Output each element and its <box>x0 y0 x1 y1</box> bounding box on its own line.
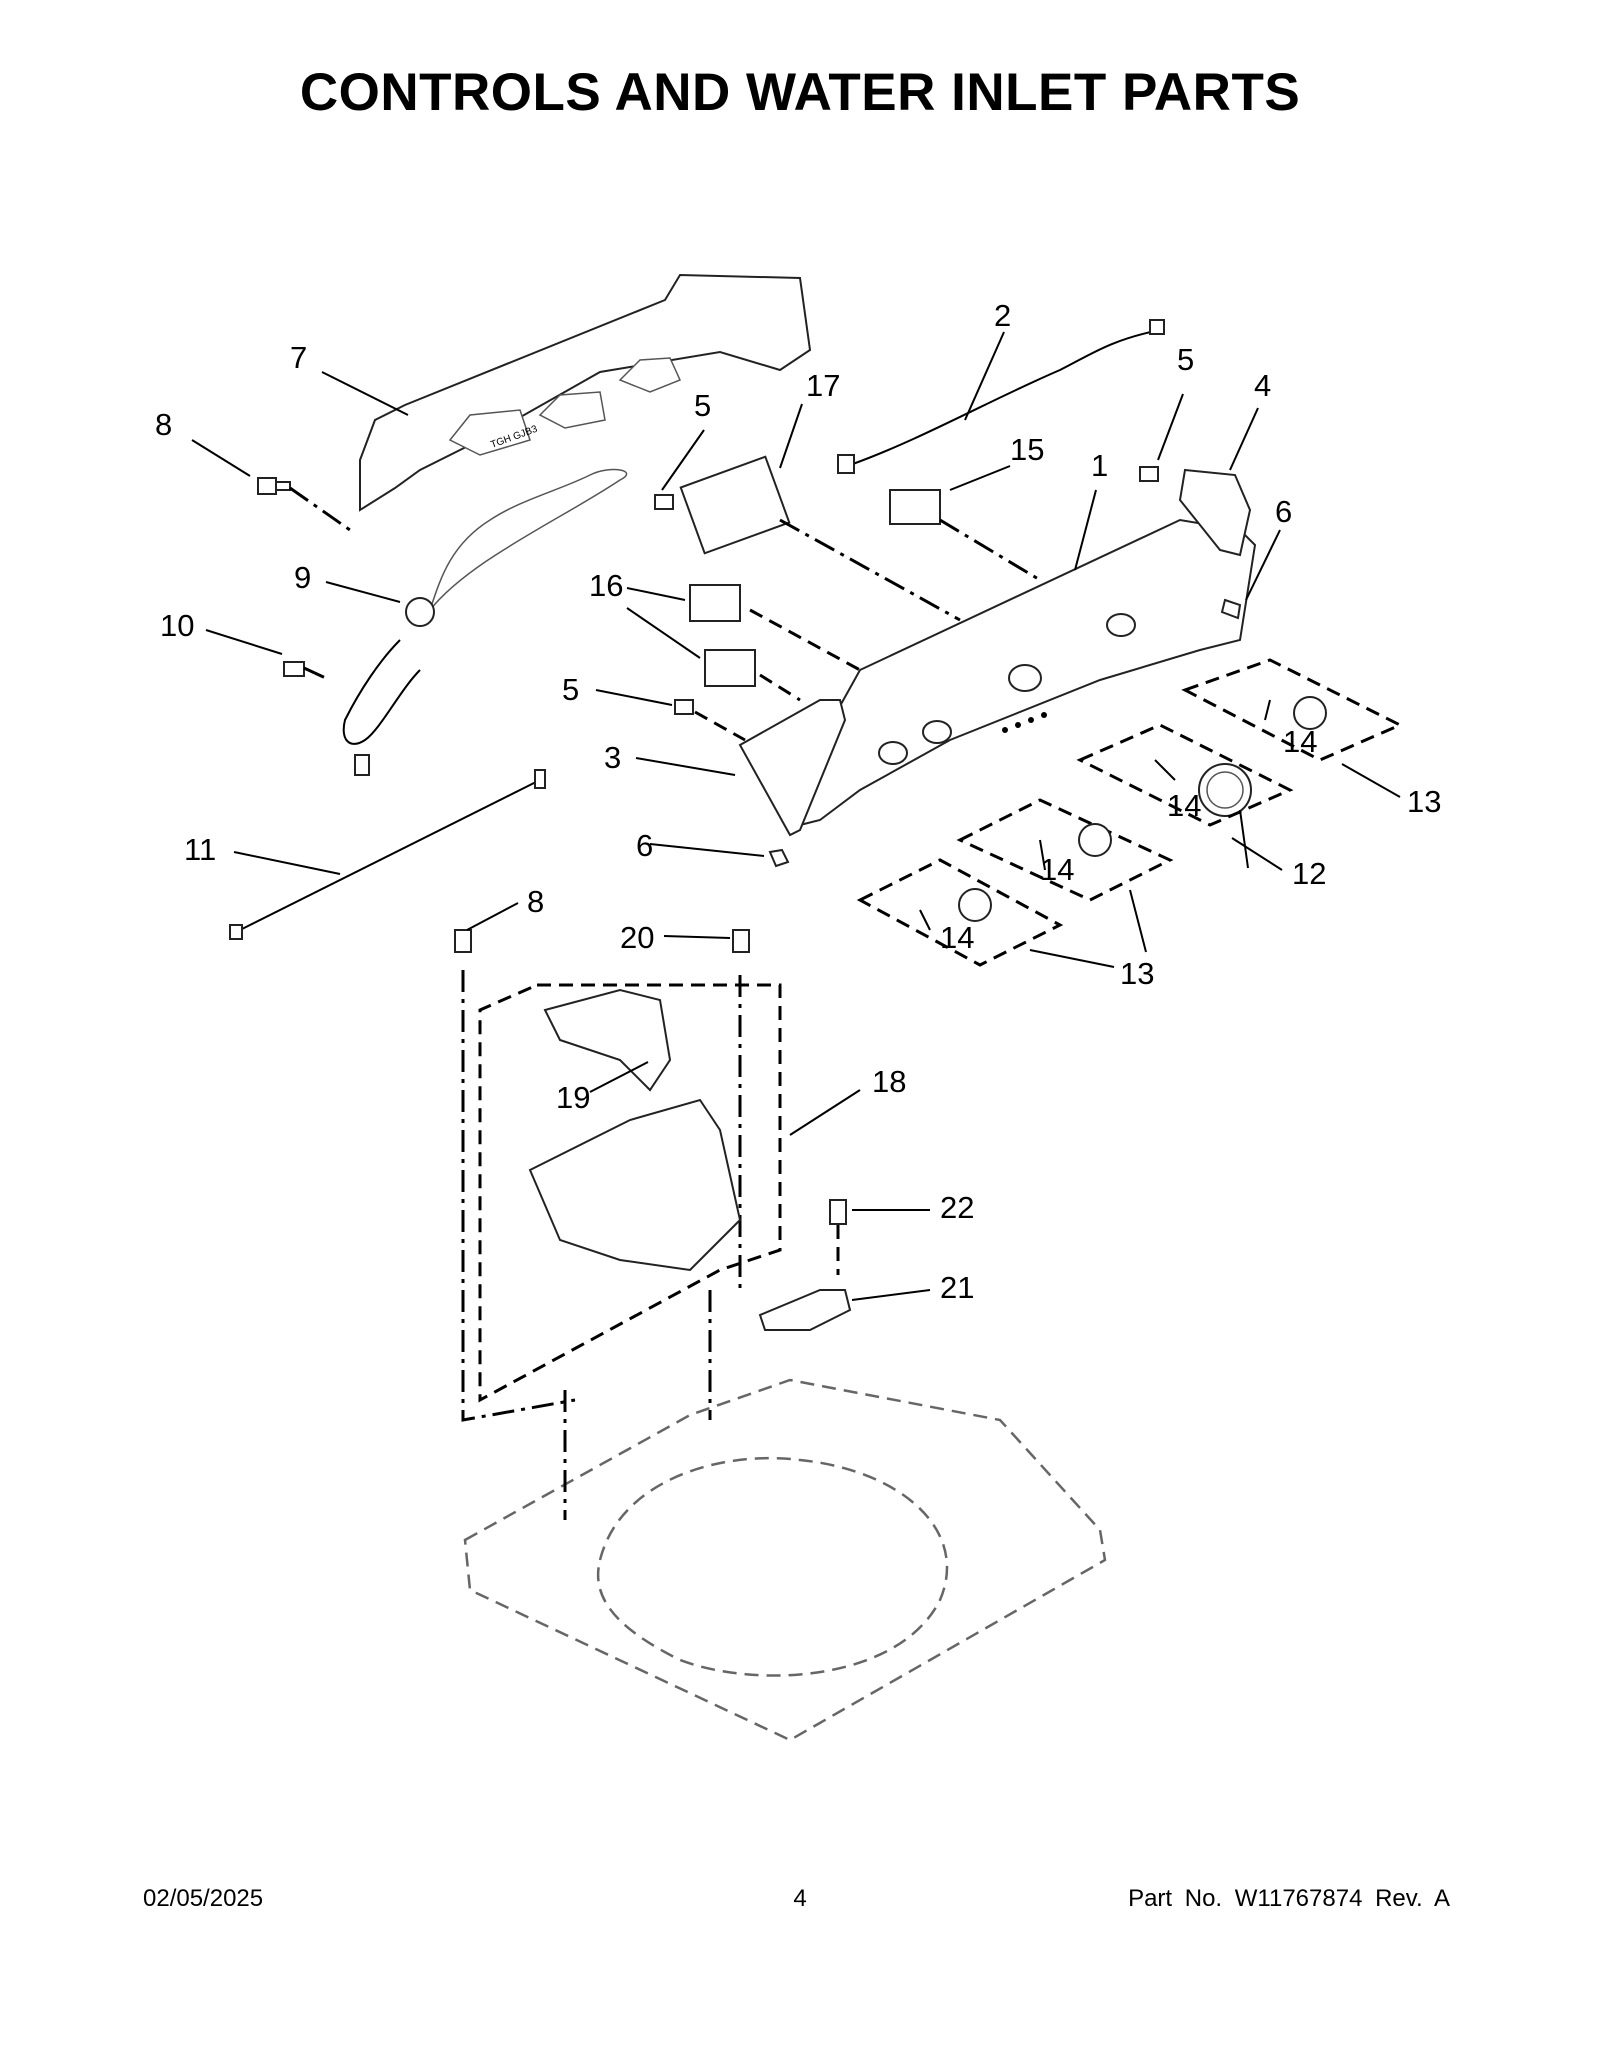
screw-5-b <box>1139 466 1159 482</box>
callout-6a: 6 <box>1275 494 1292 529</box>
callout-4: 4 <box>1254 368 1271 403</box>
top-frame-ghost <box>463 1290 1107 1742</box>
callout-11: 11 <box>184 832 216 867</box>
clip-6-left <box>768 848 790 868</box>
callout-21: 21 <box>940 1270 974 1305</box>
screw-5-a <box>654 494 674 510</box>
clip-6-right <box>1220 598 1242 620</box>
callout-3: 3 <box>604 740 621 775</box>
callout-14c: 14 <box>1040 852 1074 887</box>
callout-16: 16 <box>589 568 623 603</box>
switch-16a <box>689 584 741 622</box>
sensor-21 <box>758 1289 852 1331</box>
callout-6b: 6 <box>636 828 653 863</box>
inlet-hose-19 <box>543 988 672 1092</box>
callout-9: 9 <box>294 560 311 595</box>
knob-kit-right <box>1181 658 1404 762</box>
callout-15: 15 <box>1010 432 1044 467</box>
callout-8b: 8 <box>527 884 544 919</box>
screw-5-c <box>674 699 694 715</box>
callout-13b: 13 <box>1120 956 1154 991</box>
water-inlet-assembly-box <box>461 970 782 1422</box>
callout-5a: 5 <box>694 388 711 423</box>
callout-5b: 5 <box>1177 342 1194 377</box>
screw-20 <box>732 929 750 953</box>
callout-19: 19 <box>556 1080 590 1115</box>
switch-15 <box>889 489 941 525</box>
footer-page-number: 4 <box>793 1885 807 1912</box>
footer-date: 02/05/2025 <box>143 1885 264 1912</box>
callout-10: 10 <box>160 608 194 643</box>
callout-18: 18 <box>872 1064 906 1099</box>
switch-16b <box>704 649 756 687</box>
callout-17: 17 <box>806 368 840 403</box>
callout-12: 12 <box>1292 856 1326 891</box>
wire-harness <box>283 639 421 776</box>
control-console <box>798 518 1257 827</box>
callout-14b: 14 <box>1167 788 1201 823</box>
screw-8-top <box>257 477 291 495</box>
knob-kit-left <box>856 858 1064 967</box>
left-end-cap <box>738 699 847 837</box>
page-title: CONTROLS AND WATER INLET PARTS <box>299 63 1301 122</box>
rear-console-panel: TGH GJB3 <box>359 273 812 512</box>
knob-large <box>1198 763 1252 817</box>
screw-8-lower <box>454 929 472 953</box>
callout-labels: 1 2 3 4 5 5 5 6 6 7 8 8 9 10 11 12 13 13… <box>155 298 1441 1305</box>
wire-11 <box>229 769 546 940</box>
callout-13a: 13 <box>1407 784 1441 819</box>
callout-2: 2 <box>994 298 1011 333</box>
callout-14d: 14 <box>940 920 974 955</box>
callout-14a: 14 <box>1283 724 1317 759</box>
callout-1: 1 <box>1091 448 1108 483</box>
water-inlet-valve <box>528 1098 742 1272</box>
power-cord <box>405 468 628 627</box>
callout-8a: 8 <box>155 407 172 442</box>
knob-kit-mid <box>956 798 1174 902</box>
leader-lines <box>191 331 1401 1301</box>
right-end-cap <box>1178 468 1252 557</box>
console-wire-harness <box>837 319 1165 474</box>
callout-20: 20 <box>620 920 654 955</box>
callout-5c: 5 <box>562 672 579 707</box>
footer-part-number: Part No. W11767874 Rev. A <box>1128 1885 1450 1912</box>
control-board <box>679 455 791 555</box>
callout-7: 7 <box>290 340 307 375</box>
screw-22 <box>829 1199 847 1225</box>
callout-22: 22 <box>940 1190 974 1225</box>
